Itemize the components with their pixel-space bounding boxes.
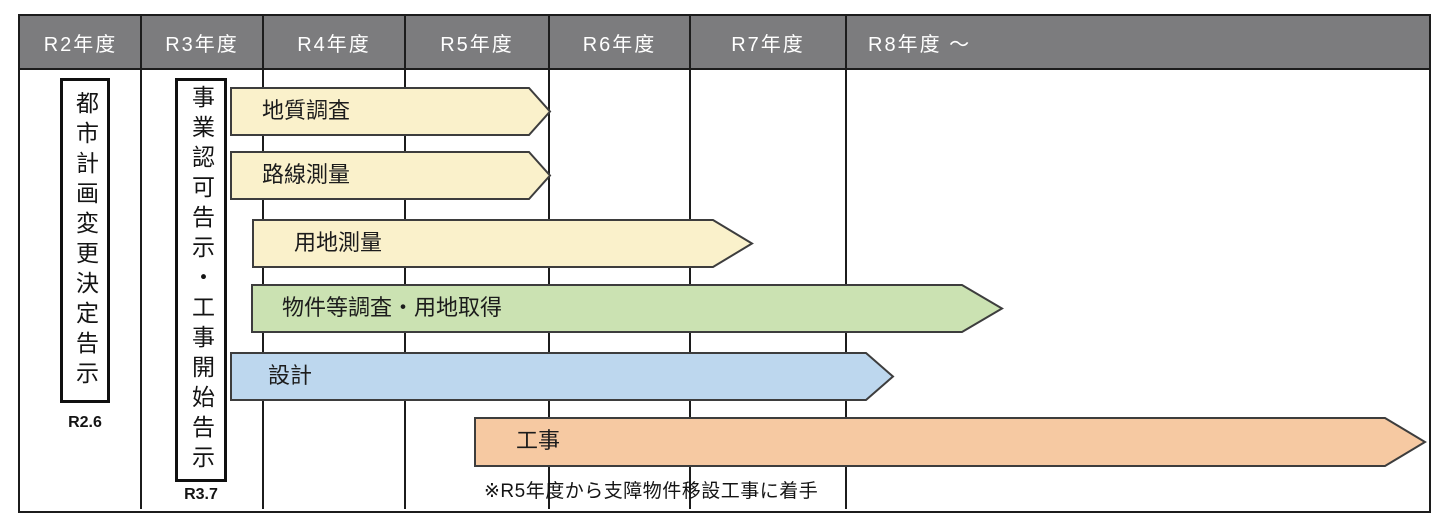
- gridline-r2-r3: [140, 16, 142, 509]
- task-bar-design: [230, 352, 895, 401]
- task-label-route-survey: 路線測量: [262, 162, 351, 187]
- task-label-land-survey: 用地測量: [294, 230, 383, 255]
- header-cell-r4: R4年度: [297, 33, 371, 56]
- task-bar-geological-survey: [230, 87, 552, 136]
- header-cell-r3: R3年度: [165, 33, 239, 56]
- task-bar-route-survey: [230, 151, 552, 200]
- header-cell-r2: R2年度: [43, 33, 118, 56]
- task-bar-construction: [474, 417, 1427, 467]
- task-label-construction: 工事: [516, 428, 561, 453]
- header-cell-r7: R7年度: [731, 33, 805, 56]
- table-frame: R2年度 R3年度 R4年度 R5年度 R6年度 R7年度 R8年度 ～: [18, 14, 1431, 513]
- milestone-text-city-plan-change: 都市計画変更決定告示: [72, 90, 99, 391]
- task-bars-layer: [230, 87, 1427, 467]
- milestone-text-project-approval: 事業認可告示・工事開始告示: [188, 85, 215, 475]
- footnote: ※R5年度から支障物件移設工事に着手: [484, 481, 819, 502]
- task-bar-land-survey: [252, 219, 754, 268]
- milestone-box-project-approval: 事業認可告示・工事開始告示: [175, 78, 227, 482]
- task-label-geological-survey: 地質調査: [262, 98, 351, 123]
- gridline-r7-r8: [845, 16, 847, 509]
- header-cell-r8: R8年度 ～: [868, 33, 972, 56]
- task-bar-property-survey-land-acquisition: [251, 284, 1004, 333]
- table-body: R2年度 R3年度 R4年度 R5年度 R6年度 R7年度 R8年度 ～: [20, 16, 1429, 509]
- task-label-design: 設計: [268, 363, 313, 388]
- milestone-box-city-plan-change: 都市計画変更決定告示: [60, 78, 110, 403]
- milestone-date-project-approval: R3.7: [184, 486, 218, 503]
- year-header-row: R2年度 R3年度 R4年度 R5年度 R6年度 R7年度 R8年度 ～: [20, 16, 1429, 70]
- task-label-property-survey-land-acquisition: 物件等調査・用地取得: [282, 295, 503, 320]
- header-cell-r5: R5年度: [440, 33, 514, 56]
- header-cell-r6: R6年度: [582, 33, 657, 56]
- milestone-date-city-plan-change: R2.6: [68, 414, 102, 431]
